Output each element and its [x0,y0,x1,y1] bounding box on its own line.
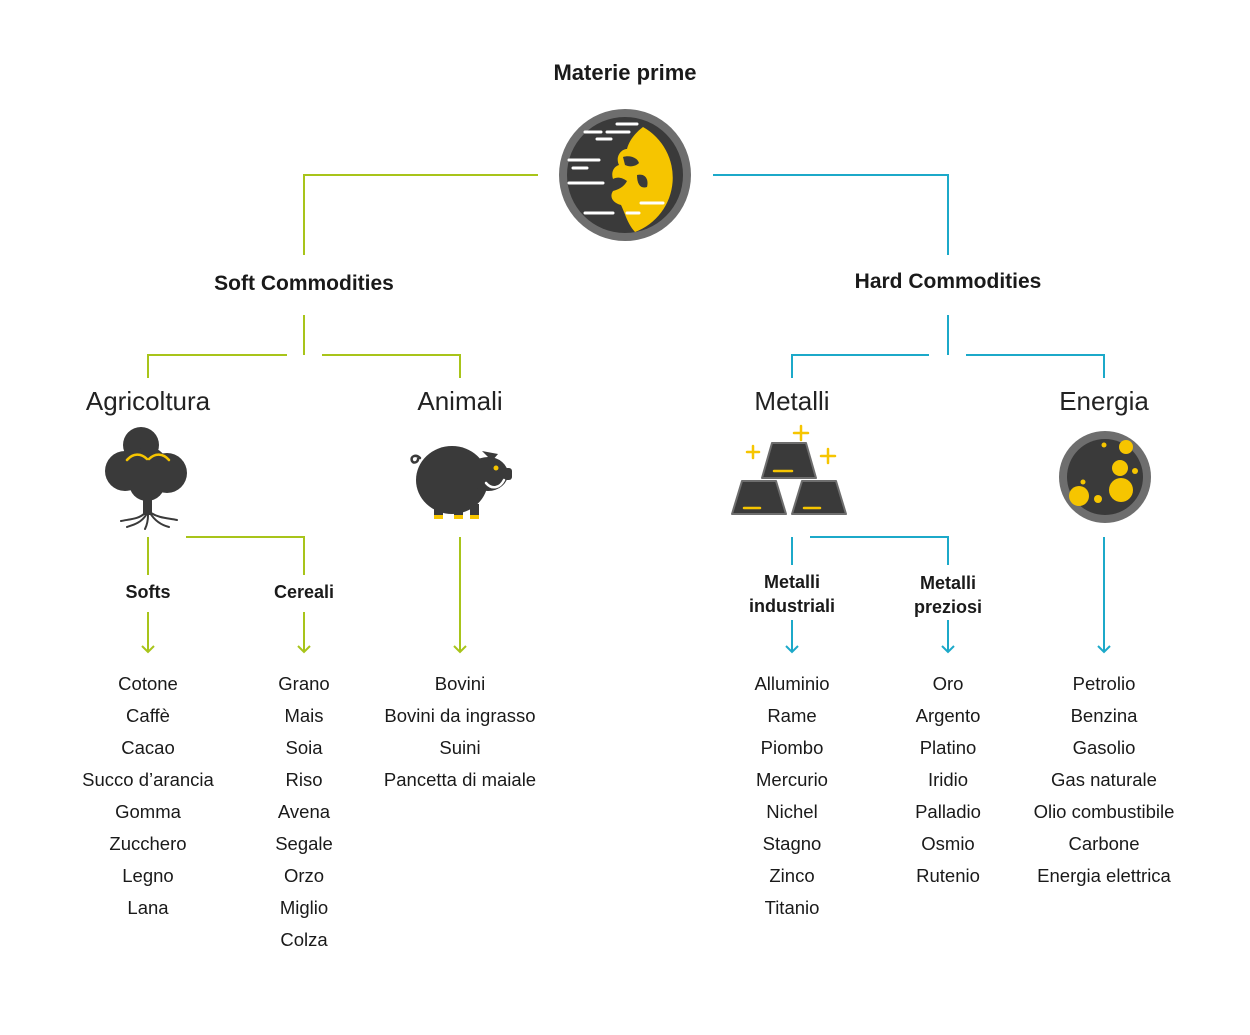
root-to-soft-connector [303,174,538,255]
metalli-preziosi-label: Metalli preziosi [913,573,983,617]
list-item: Lana [127,897,169,918]
list-item: Benzina [1070,705,1138,726]
metalli-to-preziosi-connector [810,536,949,565]
metalli-label: Metalli [754,386,830,416]
cereali-list: Grano Mais Soia Riso Avena Segale Orzo M… [275,668,333,956]
list-item: Succo d’arancia [82,769,214,790]
soft-commodities-title: Soft Commodities [214,272,394,295]
list-item: Gasolio [1072,737,1136,758]
list-item: Caffè [126,705,170,726]
root-title: Materie prime [553,60,697,85]
list-item: Stagno [762,833,822,854]
list-item: Cacao [121,737,175,758]
list-item: Riso [285,769,323,790]
hard-to-metalli-connector [791,354,929,378]
list-item: Pancetta di maiale [383,769,537,790]
metalli-industriali-list: Alluminio Rame Piombo Mercurio Nichel St… [754,668,829,924]
root-to-hard-connector [713,174,949,255]
list-item: Petrolio [1072,673,1136,694]
energia-list: Petrolio Benzina Gasolio Gas naturale Ol… [1034,668,1175,892]
list-item: Soia [285,737,323,758]
list-item: Bovini [434,673,486,694]
soft-to-agricoltura-connector [147,354,287,378]
list-item: Rame [767,705,817,726]
agricoltura-label: Agricoltura [85,386,211,416]
oil-drop-icon [1059,431,1151,523]
list-item: Mercurio [756,769,828,790]
list-item: Zinco [769,865,815,886]
list-item: Grano [278,673,330,694]
animali-arrowhead [453,645,467,654]
soft-to-animali-connector [322,354,461,378]
list-item: Rutenio [916,865,980,886]
list-item: Alluminio [754,673,830,694]
list-item: Cotone [118,673,178,694]
softs-label: Softs [125,582,171,602]
hard-to-energia-connector [966,354,1105,378]
pig-icon [410,446,512,519]
list-item: Olio combustibile [1033,801,1175,822]
softs-arrowhead [141,645,155,654]
list-item: Platino [919,737,977,758]
list-item: Titanio [764,897,820,918]
list-item: Legno [122,865,174,886]
list-item: Argento [915,705,981,726]
energia-label: Energia [1059,386,1149,416]
list-item: Energia elettrica [1037,865,1171,886]
list-item: Palladio [915,801,981,822]
list-item: Mais [284,705,324,726]
list-item: Gas naturale [1051,769,1157,790]
energia-arrowhead [1097,645,1111,654]
gold-bars-icon [731,424,847,515]
list-item: Carbone [1068,833,1140,854]
cereali-label: Cereali [273,582,335,602]
metalli-industriali-label: Metalli industriali [748,572,835,616]
globe-icon [559,109,691,241]
list-item: Zucchero [109,833,187,854]
softs-list: Cotone Caffè Cacao Succo d’arancia Gomma… [82,668,214,924]
list-item: Gomma [115,801,181,822]
hard-commodities-title: Hard Commodities [854,270,1042,293]
list-item: Avena [277,801,331,822]
list-item: Suini [439,737,481,758]
list-item: Oro [932,673,964,694]
agricoltura-to-cereali-connector [186,536,305,575]
list-item: Osmio [921,833,975,854]
animali-label: Animali [417,386,503,416]
industriali-arrowhead [785,645,799,654]
list-item: Piombo [760,737,824,758]
list-item: Colza [280,929,328,950]
animali-list: Bovini Bovini da ingrasso Suini Pancetta… [384,668,536,796]
tree-icon [105,427,187,530]
list-item: Segale [275,833,333,854]
list-item: Bovini da ingrasso [384,705,536,726]
list-item: Miglio [279,897,329,918]
cereali-arrowhead [297,645,311,654]
preziosi-arrowhead [941,645,955,654]
list-item: Iridio [927,769,969,790]
list-item: Orzo [283,865,325,886]
metalli-preziosi-list: Oro Argento Platino Iridio Palladio Osmi… [915,668,981,892]
list-item: Nichel [766,801,818,822]
